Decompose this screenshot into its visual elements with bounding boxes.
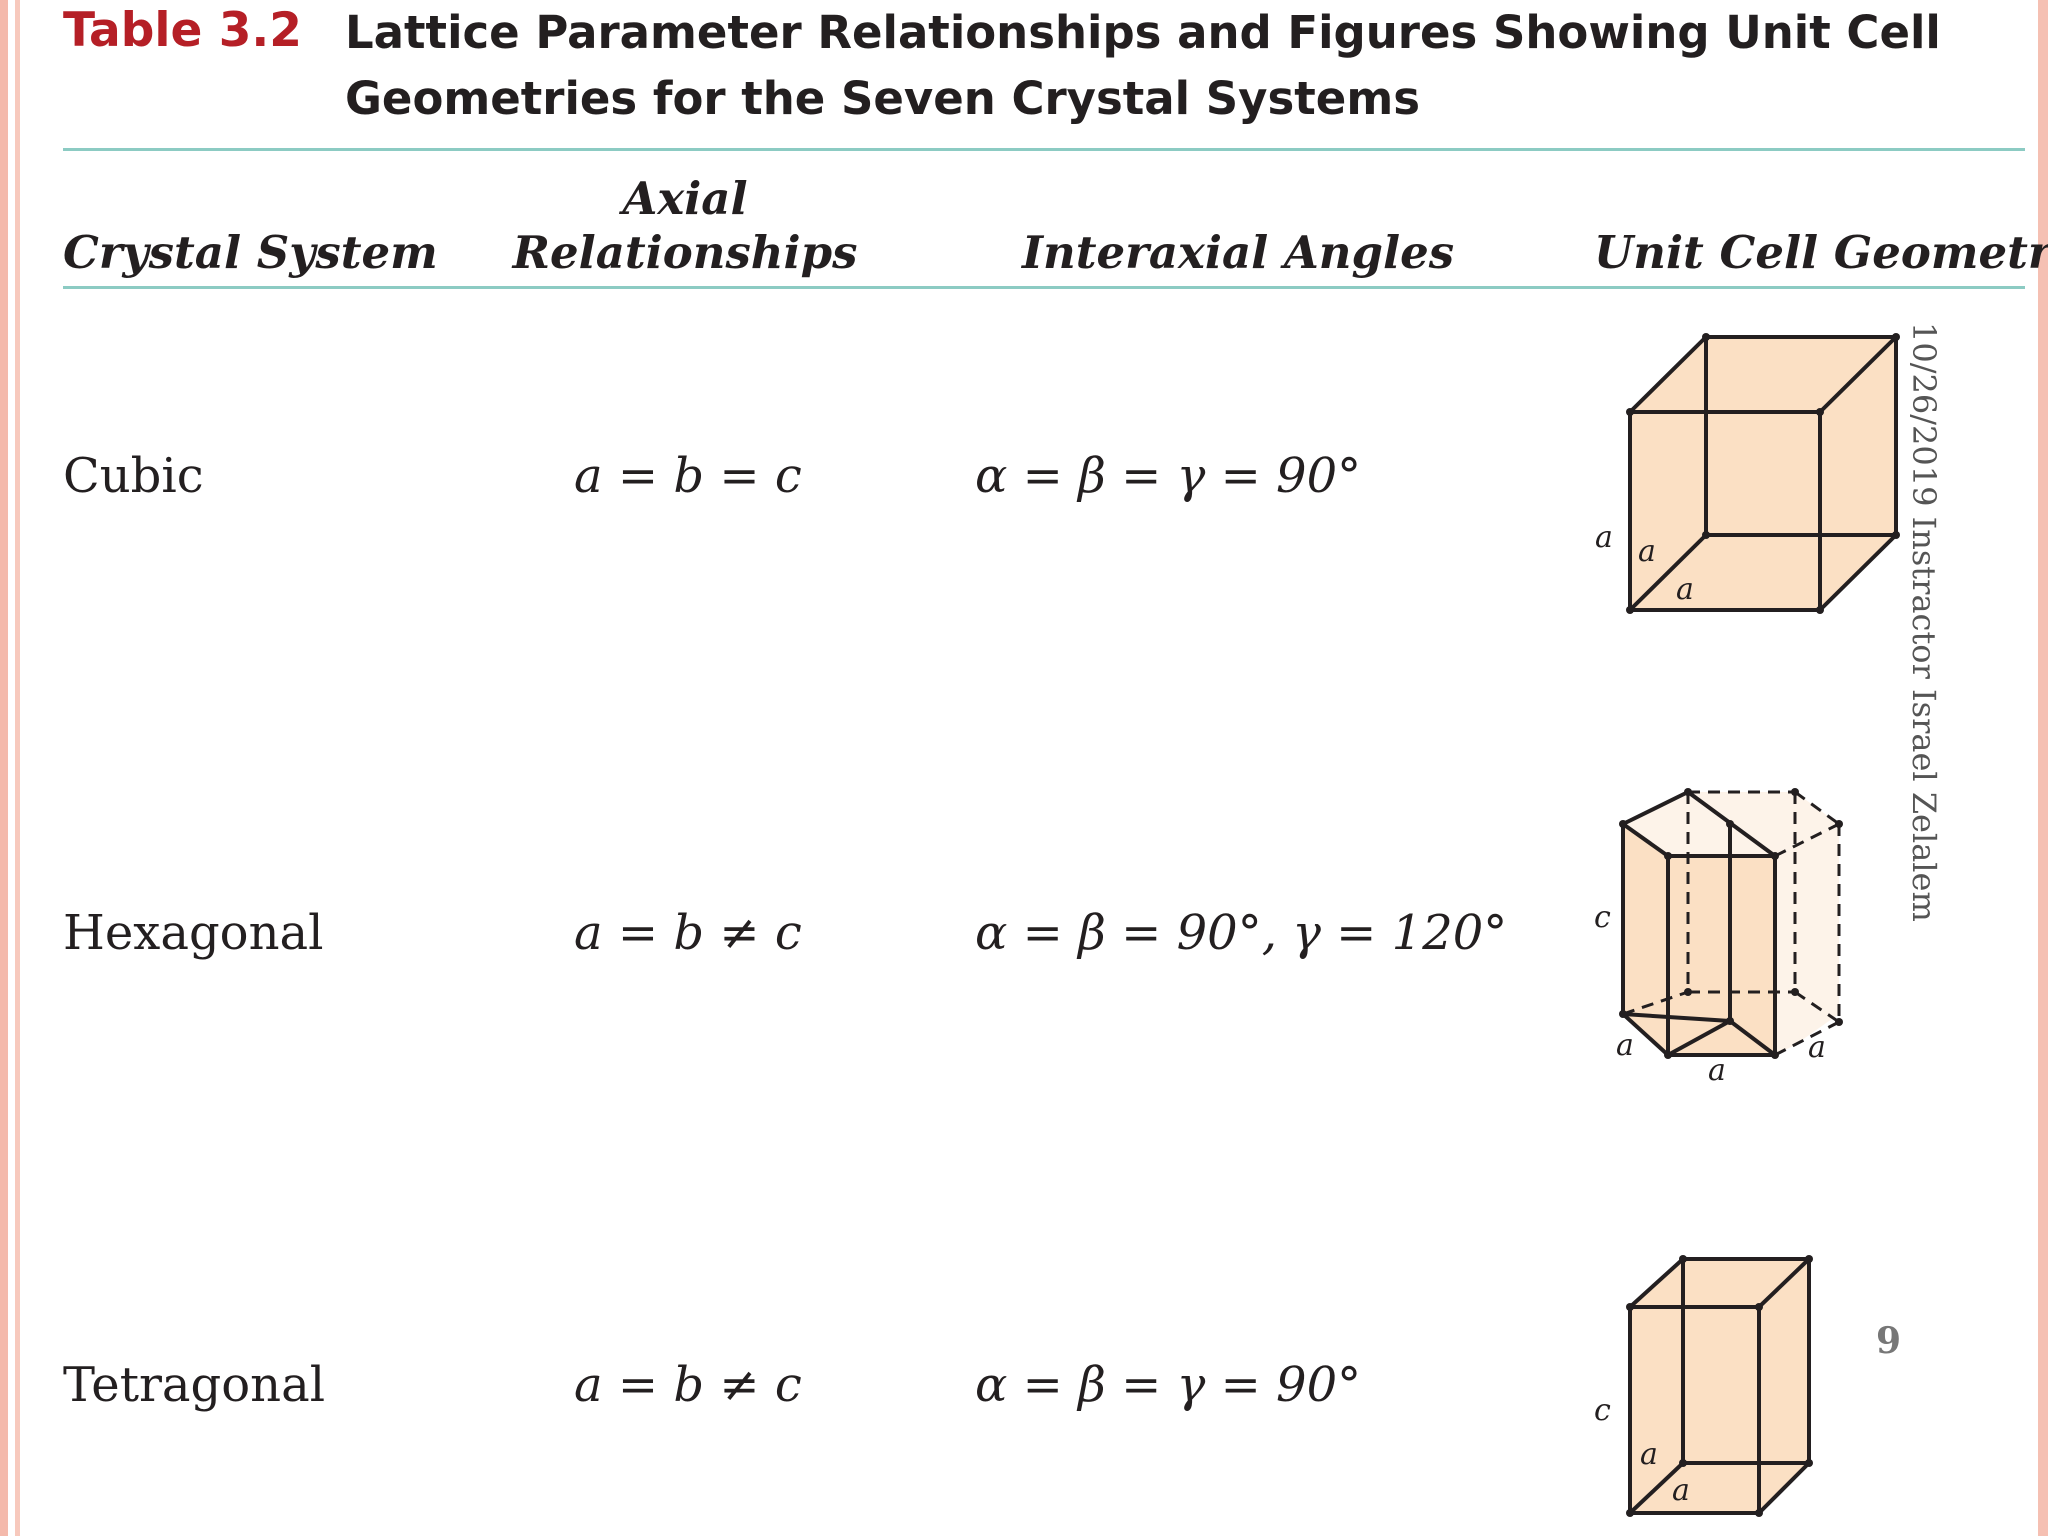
- header-interaxial-angles: Interaxial Angles: [1022, 226, 1455, 279]
- table-caption-label: Table 3.2: [63, 3, 302, 58]
- page-number: 9: [1876, 1320, 1902, 1362]
- hexagonal-label-c: c: [1594, 900, 1611, 935]
- cubic-label-a-base: a: [1676, 572, 1694, 607]
- header-rule: [63, 286, 2025, 289]
- row-cubic-axial: a = b = c: [574, 448, 802, 504]
- header-axial-line-1: Axial: [622, 172, 748, 225]
- tetragonal-unit-cell-figure: c a a: [1594, 1255, 1813, 1517]
- top-rule: [63, 148, 2025, 151]
- side-watermark: 10/26/2019 Instractor Israel Zelalem: [1905, 322, 1943, 922]
- table-caption-title: Lattice Parameter Relationships and Figu…: [345, 0, 1985, 132]
- tetragonal-label-c: c: [1594, 1393, 1611, 1428]
- row-cubic-system: Cubic: [63, 448, 204, 504]
- cubic-label-a-depth: a: [1638, 534, 1656, 569]
- header-axial-relationships: Axial Relationships: [500, 172, 870, 280]
- row-hexagonal-angles: α = β = 90°, γ = 120°: [975, 905, 1508, 961]
- row-tetragonal-angles: α = β = γ = 90°: [975, 1357, 1362, 1413]
- header-unit-cell-geometry: Unit Cell Geometry: [1594, 226, 2048, 279]
- header-axial-line-2: Relationships: [512, 226, 858, 279]
- tetragonal-label-a-depth: a: [1640, 1437, 1658, 1472]
- right-frame-bar: [2038, 0, 2048, 1536]
- cubic-unit-cell-figure: a a a: [1595, 333, 1900, 614]
- hexagonal-label-a-right: a: [1808, 1030, 1826, 1065]
- row-tetragonal-axial: a = b ≠ c: [574, 1357, 802, 1413]
- tetragonal-label-a-base: a: [1672, 1473, 1690, 1508]
- cubic-label-a-edge: a: [1595, 520, 1613, 555]
- row-cubic-angles: α = β = γ = 90°: [975, 448, 1362, 504]
- left-frame-bar-inner: [15, 0, 20, 1536]
- hexagonal-label-a-left: a: [1616, 1028, 1634, 1063]
- hexagonal-unit-cell-figure: c a a a: [1594, 788, 1843, 1088]
- row-hexagonal-system: Hexagonal: [63, 905, 324, 961]
- header-crystal-system: Crystal System: [63, 226, 438, 279]
- caption-title-line-1: Lattice Parameter Relationships and Figu…: [345, 6, 1941, 59]
- caption-title-line-2: Geometries for the Seven Crystal Systems: [345, 72, 1420, 125]
- hexagonal-label-a-bottom: a: [1708, 1053, 1726, 1088]
- left-frame-bar: [0, 0, 8, 1536]
- row-tetragonal-system: Tetragonal: [63, 1357, 326, 1413]
- row-hexagonal-axial: a = b ≠ c: [574, 905, 802, 961]
